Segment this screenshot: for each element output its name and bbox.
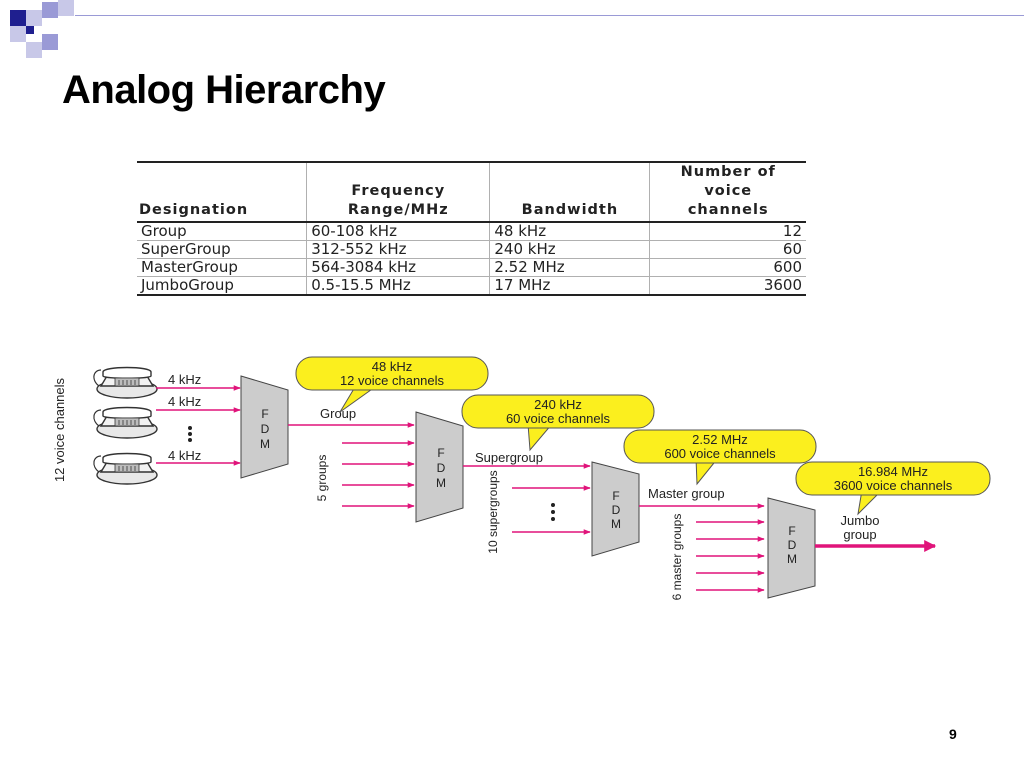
ellipsis-dots bbox=[188, 426, 192, 442]
svg-text:240 kHz: 240 kHz bbox=[534, 397, 582, 412]
cell-designation: SuperGroup bbox=[137, 240, 307, 259]
fdm-letter: F bbox=[788, 524, 795, 538]
input-label: 4 kHz bbox=[168, 372, 201, 387]
svg-text:3600 voice channels: 3600 voice channels bbox=[834, 478, 953, 493]
cell-channels: 60 bbox=[649, 240, 806, 259]
cell-channels: 3600 bbox=[649, 276, 806, 296]
corner-square-dark bbox=[26, 26, 34, 34]
callout-supergroup: 240 kHz 60 voice channels bbox=[461, 394, 655, 452]
fdm-multiplexer bbox=[767, 497, 816, 599]
fdm-letter: M bbox=[436, 476, 446, 490]
slide-title: Analog Hierarchy bbox=[62, 68, 386, 112]
fdm-letter: F bbox=[437, 446, 444, 460]
cell-designation: JumboGroup bbox=[137, 276, 307, 296]
cell-range: 564-3084 kHz bbox=[306, 258, 490, 277]
fdm-multiplexer bbox=[591, 461, 640, 557]
master-group-label: Master group bbox=[648, 486, 725, 501]
fdm-letter: D bbox=[788, 538, 797, 552]
fdm-multiplexer bbox=[415, 411, 464, 523]
fdm-letter: F bbox=[612, 489, 619, 503]
cell-designation: Group bbox=[137, 222, 307, 241]
jumbo-label: group bbox=[843, 527, 876, 542]
voice-channels-label: 12 voice channels bbox=[52, 377, 67, 482]
fdm-letter: M bbox=[787, 552, 797, 566]
corner-square-light bbox=[58, 0, 74, 16]
svg-text:600 voice channels: 600 voice channels bbox=[664, 446, 776, 461]
svg-text:2.52 MHz: 2.52 MHz bbox=[692, 432, 748, 447]
table-row: Group 60-108 kHz 48 kHz 12 bbox=[137, 222, 806, 241]
group-label: Group bbox=[320, 406, 356, 421]
svg-text:12 voice channels: 12 voice channels bbox=[340, 373, 445, 388]
table-row: SuperGroup 312-552 kHz 240 kHz 60 bbox=[137, 240, 806, 259]
supergroup-label: Supergroup bbox=[475, 450, 543, 465]
cell-range: 0.5-15.5 MHz bbox=[306, 276, 490, 296]
cell-bandwidth: 17 MHz bbox=[489, 276, 650, 296]
corner-square-dark bbox=[10, 10, 26, 26]
telephone-icon bbox=[93, 406, 158, 439]
master-groups-side-label: 6 master groups bbox=[670, 514, 684, 601]
fdm-letter: D bbox=[612, 503, 621, 517]
cell-range: 312-552 kHz bbox=[306, 240, 490, 259]
fdm-letter: D bbox=[437, 461, 446, 475]
table-row: MasterGroup 564-3084 kHz 2.52 MHz 600 bbox=[137, 258, 806, 277]
cell-bandwidth: 48 kHz bbox=[489, 222, 650, 241]
cell-channels: 12 bbox=[649, 222, 806, 241]
table-row: JumboGroup 0.5-15.5 MHz 17 MHz 3600 bbox=[137, 276, 806, 296]
jumbo-label: Jumbo bbox=[840, 513, 879, 528]
corner-square-mid bbox=[42, 2, 58, 18]
groups-side-label: 5 groups bbox=[315, 455, 329, 502]
callout-jumbo-group: 16.984 MHz 3600 voice channels bbox=[795, 461, 991, 516]
input-label: 4 kHz bbox=[168, 394, 201, 409]
corner-square-mid bbox=[42, 34, 58, 50]
ellipsis-dots bbox=[551, 503, 555, 521]
corner-square-light bbox=[26, 42, 42, 58]
page-number: 9 bbox=[949, 726, 957, 742]
svg-text:60 voice channels: 60 voice channels bbox=[506, 411, 611, 426]
cell-bandwidth: 240 kHz bbox=[489, 240, 650, 259]
telephone-icon bbox=[93, 452, 158, 485]
fdm-letter: M bbox=[260, 437, 270, 451]
corner-square-light bbox=[26, 10, 42, 26]
callout-group: 48 kHz 12 voice channels bbox=[295, 356, 489, 413]
telephone-icon bbox=[93, 366, 158, 399]
callout-master-group: 2.52 MHz 600 voice channels bbox=[623, 429, 817, 486]
fdm-letter: M bbox=[611, 517, 621, 531]
cell-channels: 600 bbox=[649, 258, 806, 277]
cell-range: 60-108 kHz bbox=[306, 222, 490, 241]
cell-designation: MasterGroup bbox=[137, 258, 307, 277]
fdm-multiplexer bbox=[240, 375, 289, 479]
supergroups-side-label: 10 supergroups bbox=[486, 470, 500, 553]
corner-square-light bbox=[10, 26, 26, 42]
fdm-letter: D bbox=[261, 422, 270, 436]
header-rule bbox=[75, 15, 1024, 16]
cell-bandwidth: 2.52 MHz bbox=[489, 258, 650, 277]
input-label: 4 kHz bbox=[168, 448, 201, 463]
header-bandwidth: Bandwidth bbox=[489, 161, 650, 223]
svg-text:48 kHz: 48 kHz bbox=[372, 359, 412, 374]
svg-text:16.984 MHz: 16.984 MHz bbox=[858, 464, 928, 479]
header-designation: Designation bbox=[137, 161, 307, 223]
fdm-letter: F bbox=[261, 407, 268, 421]
